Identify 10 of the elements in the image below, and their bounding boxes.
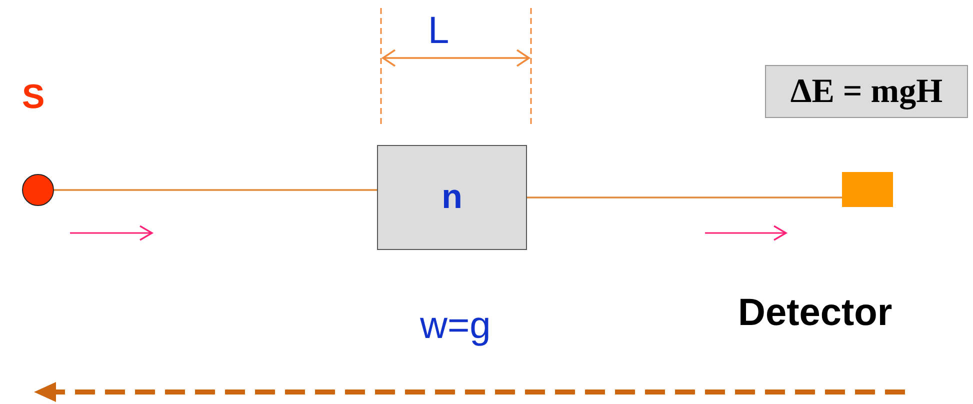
source-circle: [22, 174, 54, 206]
detector-label: Detector: [738, 292, 892, 335]
sample-box: n: [377, 145, 527, 250]
dimension-label: L: [428, 10, 450, 53]
beam-line: [527, 196, 842, 198]
equation-label: w=g: [420, 305, 491, 348]
detector-square: [842, 172, 893, 207]
source-label: S: [22, 78, 45, 117]
beam-line: [54, 189, 377, 191]
formula-box: ΔE = mgH: [765, 65, 968, 118]
